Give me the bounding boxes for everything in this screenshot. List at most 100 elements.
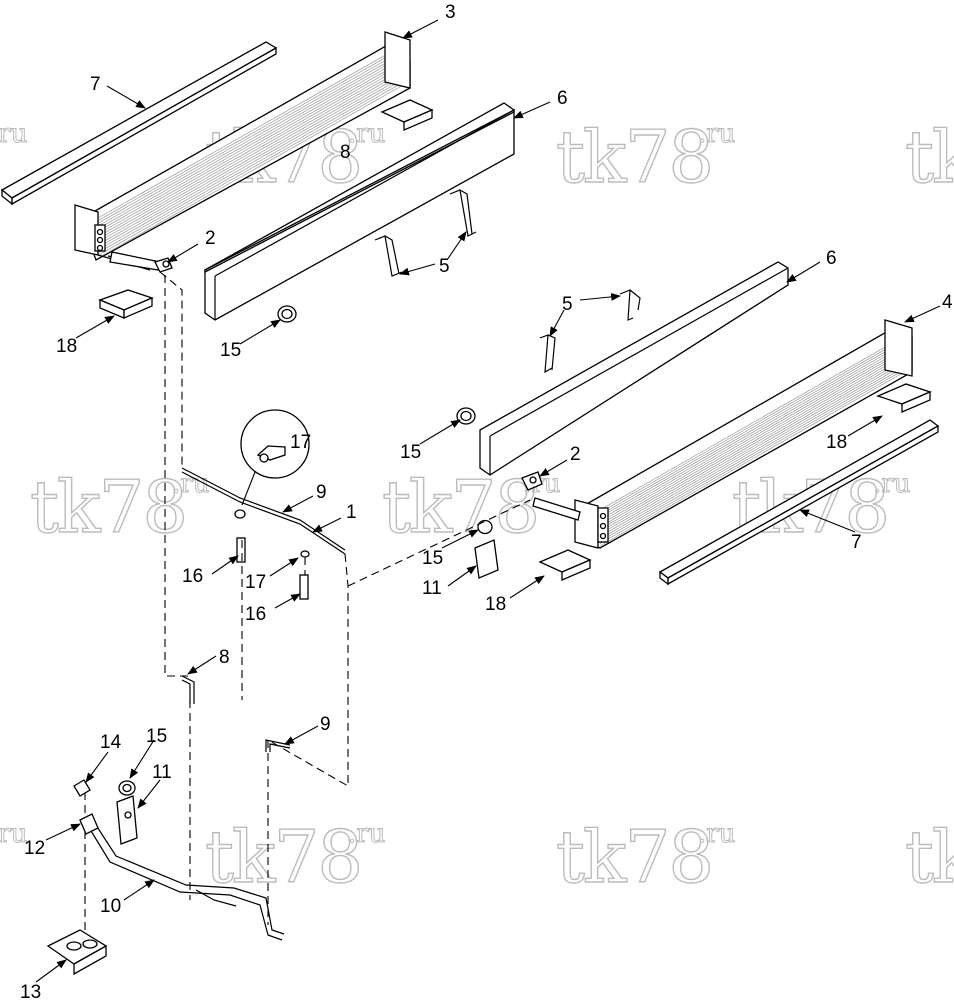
coil-fin-line xyxy=(97,49,406,224)
callout-15: 15 xyxy=(422,548,443,569)
watermark-suffix: .ru xyxy=(348,119,385,149)
part-16-clip-a xyxy=(236,537,246,563)
callout-10: 10 xyxy=(100,896,121,917)
callout-5: 5 xyxy=(439,256,450,277)
watermark-text: tk78 xyxy=(905,115,954,199)
coil-fin-line xyxy=(599,350,909,528)
coil-fin-line xyxy=(599,360,909,537)
part-2-fitting-lower xyxy=(521,471,543,491)
coil-fin-line xyxy=(97,62,406,237)
watermark-text: tk78 xyxy=(556,115,712,199)
dashed-leader xyxy=(164,275,190,677)
coil-fin-line xyxy=(599,338,909,516)
dashed-leader xyxy=(159,271,183,468)
coil-fin-line xyxy=(599,355,909,532)
callout-14: 14 xyxy=(100,732,122,753)
callout-15: 15 xyxy=(146,726,167,747)
part-18-pad-upper-left-side2 xyxy=(123,297,153,319)
callout-13: 13 xyxy=(20,982,41,1000)
part-1-tube xyxy=(181,467,346,551)
callout-18: 18 xyxy=(485,594,506,615)
callout-7: 7 xyxy=(851,532,862,553)
part-10-drain-tube xyxy=(87,825,283,941)
watermark-text: tk78 xyxy=(905,815,954,899)
callout-7: 7 xyxy=(90,74,101,95)
coil-fin-line xyxy=(599,369,909,547)
coil-fin-line xyxy=(97,73,406,248)
coil-fin-line xyxy=(599,357,909,535)
coil-fin-line xyxy=(97,46,406,221)
callout-11: 11 xyxy=(152,762,172,783)
callout-18: 18 xyxy=(826,432,847,453)
callout-16: 16 xyxy=(245,604,266,625)
coil-fin-line xyxy=(599,340,909,518)
part-4-evaporator-coil-lower xyxy=(532,319,913,549)
watermark-suffix: .ru xyxy=(0,819,27,849)
callout-8: 8 xyxy=(219,647,230,668)
part-12-fitting xyxy=(79,813,99,835)
coil-fin-line xyxy=(97,51,406,227)
coil-fin-line xyxy=(599,348,909,525)
part-8-elbow xyxy=(181,675,195,704)
callout-5: 5 xyxy=(562,294,573,315)
callout-6: 6 xyxy=(826,248,837,269)
part-5-bracket-lower-a xyxy=(539,334,556,374)
part-6-panel-upper xyxy=(204,102,515,321)
part-3-evaporator-coil-upper xyxy=(74,31,411,271)
coil-fin-line xyxy=(599,333,909,511)
part-8-pad-top-side xyxy=(403,109,433,131)
coil-fins xyxy=(599,333,909,547)
watermark-layer: tk78 .ru tk78 .ru tk78 .ru tk78 .ru tk78… xyxy=(0,114,954,899)
part-16-clip-b xyxy=(299,574,309,600)
watermark-suffix: .ru xyxy=(0,119,27,149)
coil-fin-line xyxy=(97,81,406,256)
part-11-plate-bottom xyxy=(116,795,138,845)
watermark-suffix: .ru xyxy=(873,469,910,499)
watermark-text: tk78 xyxy=(732,465,888,549)
part-7-strip-upper xyxy=(0,41,278,206)
coil-fin-line xyxy=(599,336,909,513)
part-5-bracket-lower-b xyxy=(619,289,641,321)
watermark-suffix: .ru xyxy=(172,469,209,499)
coil-fin-line xyxy=(97,70,406,245)
part-2-fitting-upper xyxy=(154,257,173,273)
part-13-drain-pan xyxy=(46,929,108,976)
part-17-clamp-small xyxy=(234,509,246,519)
callout-6: 6 xyxy=(557,88,568,109)
coil-fin-line xyxy=(599,352,909,530)
watermark-text: tk78 xyxy=(556,815,712,899)
dashed-leader xyxy=(267,553,349,787)
part-7-strip-lower xyxy=(658,419,940,586)
callout-16: 16 xyxy=(182,566,203,587)
part-6-panel-lower xyxy=(479,261,789,476)
dashed-leader xyxy=(347,499,531,587)
coil-fin-line xyxy=(97,75,406,251)
watermark-suffix: .ru xyxy=(698,819,735,849)
coil-fin-line xyxy=(97,67,406,243)
callout-leaders xyxy=(35,19,941,983)
callout-12: 12 xyxy=(24,838,45,859)
callout-2: 2 xyxy=(205,228,216,249)
part-9-elbow xyxy=(265,739,291,752)
part-15-grommet-lower xyxy=(477,519,493,535)
callout-4: 4 xyxy=(942,292,953,313)
coil-fin-line xyxy=(599,362,909,540)
watermark-suffix: .ru xyxy=(698,119,735,149)
callout-9: 9 xyxy=(320,714,331,735)
coil-fin-line xyxy=(599,364,909,542)
callout-15: 15 xyxy=(220,340,241,361)
coil-fin-line xyxy=(97,54,406,229)
callout-numbers: 7 3 6 8 2 5 6 18 15 4 5 15 18 2 17 9 1 7… xyxy=(20,2,953,1000)
callout-11: 11 xyxy=(422,578,442,599)
part-5-bracket-upper-a xyxy=(374,235,403,277)
part-11-plate-mid xyxy=(474,539,499,579)
callout-17: 17 xyxy=(290,432,311,453)
detail-circle-17 xyxy=(240,409,310,506)
part-14-clip xyxy=(73,779,91,797)
callout-17: 17 xyxy=(245,572,266,593)
callout-18: 18 xyxy=(56,336,77,357)
coil-header-plate xyxy=(94,224,106,252)
watermark-text: tk78 xyxy=(205,815,361,899)
part-5-bracket-upper-b xyxy=(449,189,477,237)
